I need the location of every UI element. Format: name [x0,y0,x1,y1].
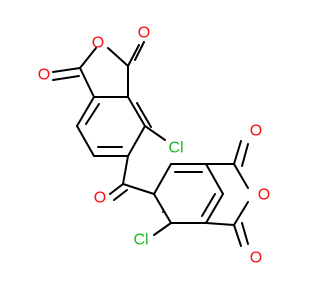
bond [76,125,95,157]
atom-oxygen: O [250,123,262,140]
atom-oxygen: O [258,187,270,204]
bond [113,189,128,201]
bond [127,44,140,67]
bond [153,222,172,236]
atom-chlorine: Cl [168,140,183,157]
bond [153,193,172,224]
bond [122,183,155,195]
bond [241,143,249,167]
atom-oxygen: O [38,67,50,84]
bond [241,222,249,245]
atom-oxygen: O [138,25,150,42]
bond [201,193,216,217]
bond [144,125,166,141]
bond [76,96,95,127]
structure-svg: O O O Cl O O O Cl O [38,25,270,267]
bond [122,155,129,185]
bond [79,67,95,98]
atom-oxygen: O [94,190,106,207]
bond [205,193,224,224]
bond [205,222,235,226]
upper-benzene-ring [76,96,152,157]
bond [109,183,124,195]
bond [233,201,249,226]
upper-anhydride-ring [52,41,145,98]
bond [79,47,97,69]
lower-anhydride-ring [205,140,249,247]
bond [153,163,172,195]
bond [233,224,242,247]
atom-oxygen: O [250,250,262,267]
bond [127,125,146,157]
molecule-structure: O O O Cl O O O Cl O [38,25,270,267]
bond [107,47,129,67]
bond [52,75,80,81]
bond [136,102,152,128]
bond [85,103,100,125]
ketone-bridge [109,155,155,201]
atom-oxygen: O [92,35,104,52]
bond [134,41,145,61]
bond [233,163,249,189]
lower-benzene-ring [153,163,224,224]
bond [52,67,81,73]
bond [127,96,146,127]
bond [233,140,242,165]
atom-chlorine: Cl [133,232,148,249]
bond [205,163,224,195]
